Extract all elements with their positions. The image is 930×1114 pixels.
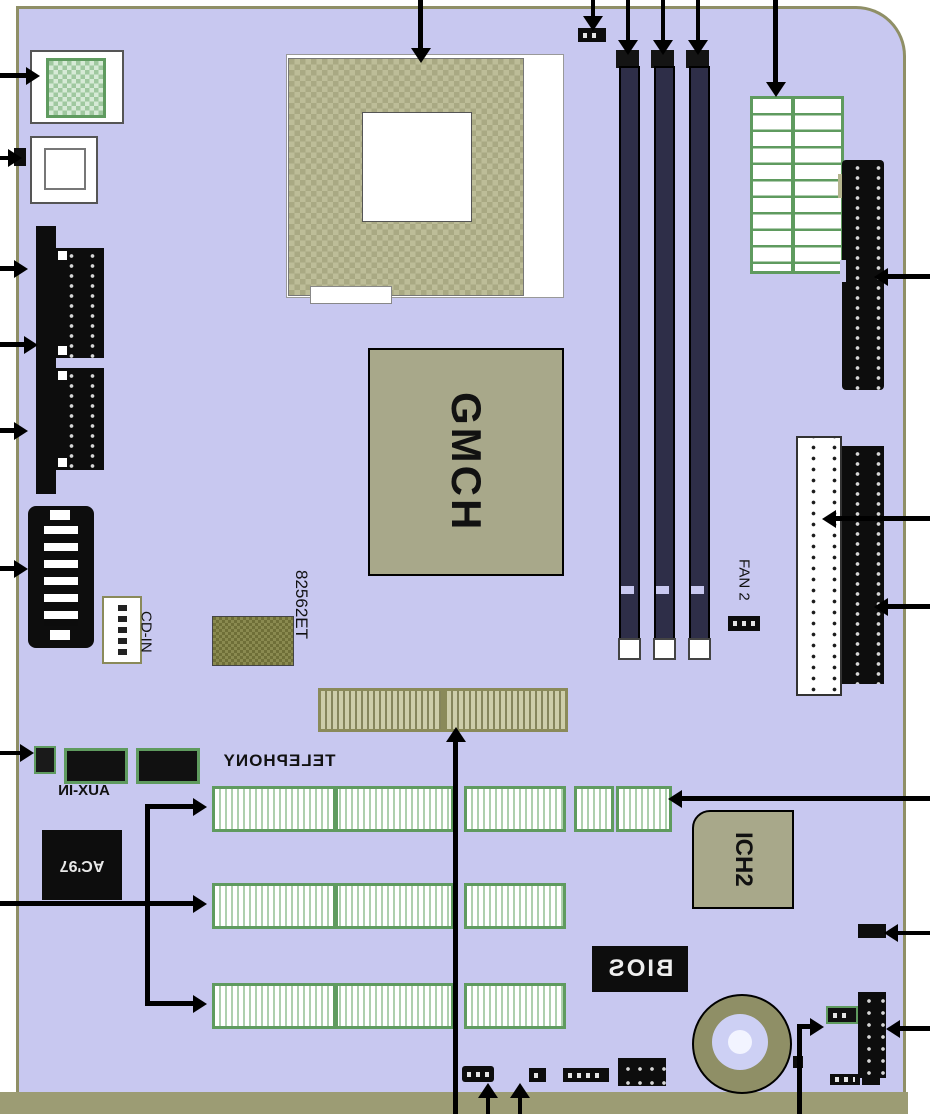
arrow-to-cnr-slot	[682, 796, 930, 801]
parallel-port-connector	[56, 248, 104, 358]
front-panel-header	[858, 992, 886, 1078]
arrow-to-cpu-socket	[418, 0, 423, 48]
battery-center	[728, 1030, 752, 1054]
jumper-2	[563, 1068, 609, 1082]
bios-chip: BIOS	[592, 946, 688, 992]
arrow-to-bottom-header-2	[518, 1098, 522, 1114]
dimm2-notch	[656, 586, 669, 594]
pci-slot-2-long	[212, 883, 454, 929]
arrow-to-dimm3	[696, 0, 700, 40]
speaker-header	[462, 1066, 494, 1082]
pci-slot-3-short	[464, 983, 566, 1029]
pci-slot-3-long	[212, 983, 454, 1029]
cd-in-label: CD-IN	[137, 611, 155, 653]
arrow-to-line-in	[0, 751, 20, 755]
cnr-slot-long	[616, 786, 672, 832]
arrow-to-vga	[0, 566, 14, 571]
arrow-to-fan1-header	[591, 0, 595, 16]
arrow-to-edge-nub	[0, 156, 8, 160]
telephony-connector	[136, 748, 200, 784]
lan-chip	[212, 616, 294, 666]
parallel-port-screw-bottom	[58, 346, 67, 355]
pci2-key	[333, 886, 338, 926]
serial-port-connector	[56, 368, 104, 470]
serial-port-screw-top	[58, 371, 67, 380]
arrow-to-ide1	[888, 274, 930, 279]
usb-front-header	[618, 1058, 666, 1086]
lan-chip-label: 82562ET	[292, 569, 311, 639]
telephony-label: TELEPHONY	[222, 751, 336, 770]
chassis-intrusion-header	[858, 924, 886, 938]
arrow-to-floppy	[836, 516, 930, 521]
io-mounting-plate	[36, 226, 56, 494]
pci-slot-2-short	[464, 883, 566, 929]
pci-slot-1-long	[212, 786, 454, 832]
cd-in-connector	[102, 596, 142, 664]
dimm3-notch	[691, 586, 704, 594]
arrow-to-atx-power	[773, 0, 778, 82]
pci-slot-1-short	[464, 786, 566, 832]
fan1-header	[578, 28, 606, 42]
arrow-to-agp	[453, 742, 458, 1114]
line-in-connector	[34, 746, 56, 774]
jumper-1	[529, 1068, 546, 1082]
jumper-5	[862, 1076, 880, 1085]
gmch-label: GMCH	[443, 391, 490, 533]
agp-slot	[318, 688, 568, 732]
ide-connector-2	[842, 446, 884, 684]
arrow-to-parallel-port	[0, 266, 14, 271]
bios-config-jumper	[826, 1006, 858, 1024]
serial-port-screw-bottom	[58, 458, 67, 467]
jumper-4	[830, 1074, 860, 1085]
arrow-to-pci1	[145, 804, 193, 809]
arrow-to-ps2	[0, 73, 26, 78]
agp-key-divider	[441, 691, 447, 729]
usb-port-opening	[44, 148, 86, 190]
cpu-socket-lever	[310, 286, 392, 304]
ich2-chip: ICH2	[692, 810, 794, 909]
cpu-socket-center	[362, 112, 472, 222]
arrow-to-pci3	[145, 1001, 193, 1006]
pci1-key	[333, 789, 338, 829]
dimm3-bottom-clip	[688, 638, 711, 660]
ps2-port-opening	[46, 58, 106, 118]
arrow-to-pci2	[145, 901, 193, 906]
arrow-to-ide2	[888, 604, 930, 609]
pci-arrow-feed-line	[0, 901, 145, 906]
arrow-to-serial-port	[0, 428, 14, 433]
audio-codec-chip: AC'97	[42, 830, 122, 900]
arrow-to-bottom-header-1	[486, 1098, 490, 1114]
ich2-label: ICH2	[730, 832, 757, 887]
dimm1-notch	[621, 586, 634, 594]
dimm-slot-3	[689, 66, 710, 642]
arrow-to-io-plate	[0, 342, 24, 347]
arrow-to-dimm2	[661, 0, 665, 40]
vga-pin-rows	[44, 526, 78, 626]
aux-in-connector	[64, 748, 128, 784]
fan2-label: FAN 2	[735, 559, 753, 601]
cnr-slot-short	[574, 786, 614, 832]
ide1-key-notch	[840, 260, 846, 282]
atx-power-connector	[750, 96, 844, 274]
aux-in-label: AUX-IN	[58, 782, 110, 799]
arrow-to-dimm1	[626, 0, 630, 40]
parallel-port-screw-top	[58, 251, 67, 260]
dimm1-bottom-clip	[618, 638, 641, 660]
dimm2-bottom-clip	[653, 638, 676, 660]
arrow-to-config-jumper	[800, 1024, 810, 1029]
bios-label: BIOS	[606, 955, 674, 982]
arrow-to-front-panel	[900, 1026, 930, 1031]
floppy-connector	[796, 436, 842, 696]
gmch-chip: GMCH	[368, 348, 564, 576]
vga-screw-bottom	[50, 630, 70, 640]
dimm-slot-2	[654, 66, 675, 642]
arrow-to-chassis-header	[898, 931, 930, 935]
jumper-arrow-line	[797, 1024, 802, 1114]
dimm-slot-1	[619, 66, 640, 642]
audio-codec-label: AC'97	[59, 857, 105, 874]
fan2-header	[728, 616, 760, 631]
pci3-key	[333, 986, 338, 1026]
vga-screw-top	[50, 510, 70, 520]
